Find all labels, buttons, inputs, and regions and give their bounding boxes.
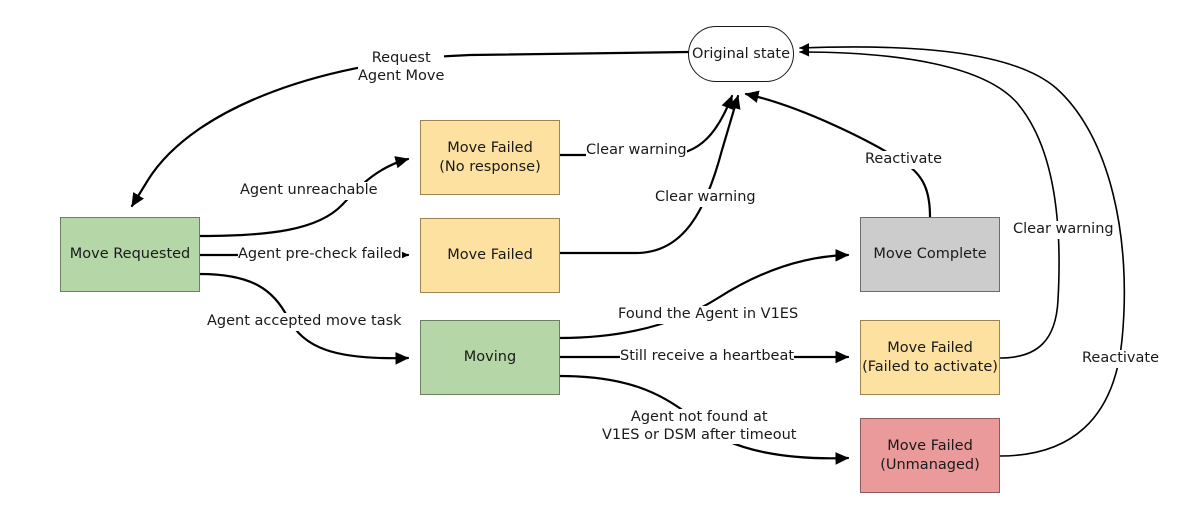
node-move-failed-unmanaged[interactable]: Move Failed (Unmanaged) <box>860 418 1000 493</box>
edge-found-agent-v1es <box>558 249 850 340</box>
node-original-state-label: Original state <box>691 45 791 62</box>
node-move-requested-label: Move Requested <box>69 246 191 263</box>
edge-request-agent-move <box>130 50 690 208</box>
node-move-requested[interactable]: Move Requested <box>60 217 200 292</box>
edge-agent-unreachable <box>198 156 410 238</box>
node-move-failed-label: Move Failed <box>447 247 533 264</box>
edge-clear-warning-activate <box>799 47 1060 359</box>
edge-clear-warning-failed <box>558 94 741 255</box>
node-move-failed-unmanaged-label: Move Failed (Unmanaged) <box>880 438 980 473</box>
node-move-complete-label: Move Complete <box>873 246 987 263</box>
edge-clear-warning-no-response <box>558 94 734 157</box>
node-original-state[interactable]: Original state <box>688 26 794 82</box>
node-move-failed[interactable]: Move Failed <box>420 218 560 293</box>
node-moving[interactable]: Moving <box>420 320 560 395</box>
edge-reactivate-complete <box>744 90 932 219</box>
edge-agent-accepted-move-task <box>198 272 410 365</box>
node-move-failed-failed-to-activate-label: Move Failed (Failed to activate) <box>862 340 998 375</box>
edge-agent-not-found <box>558 374 850 465</box>
node-move-failed-no-response[interactable]: Move Failed (No response) <box>420 120 560 195</box>
edge-reactivate-unmanaged <box>799 43 1126 457</box>
node-move-failed-no-response-label: Move Failed (No response) <box>439 140 541 175</box>
node-move-failed-failed-to-activate[interactable]: Move Failed (Failed to activate) <box>860 320 1000 395</box>
node-move-complete[interactable]: Move Complete <box>860 217 1000 292</box>
node-moving-label: Moving <box>463 349 517 366</box>
